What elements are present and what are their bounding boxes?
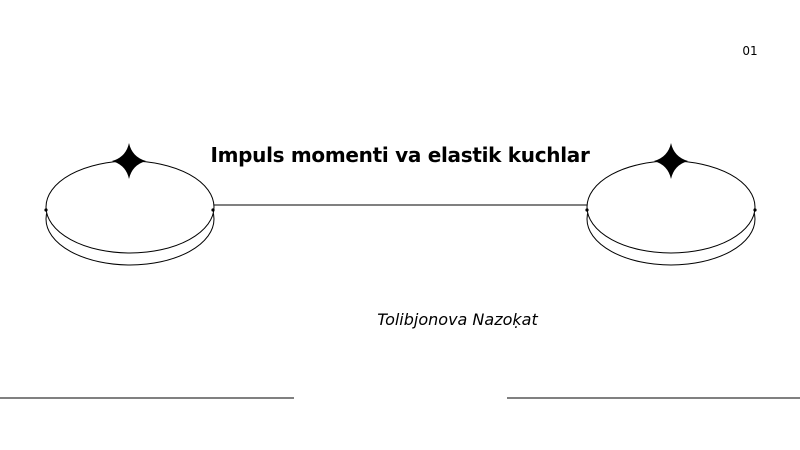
left-ring-dot-left <box>44 208 48 212</box>
right-ring-dot-left <box>585 208 589 212</box>
four-point-star-icon <box>112 143 146 179</box>
left-ring <box>45 160 215 266</box>
slide-title: Impuls momenti va elastik kuchlar <box>210 143 590 167</box>
page-number: 01 <box>742 44 758 58</box>
author-name: Tolibjonova Nazoḳat <box>377 310 538 329</box>
left-ring-dot-right <box>211 208 215 212</box>
four-point-star-icon <box>654 143 688 179</box>
right-ring-dot-right <box>753 208 757 212</box>
